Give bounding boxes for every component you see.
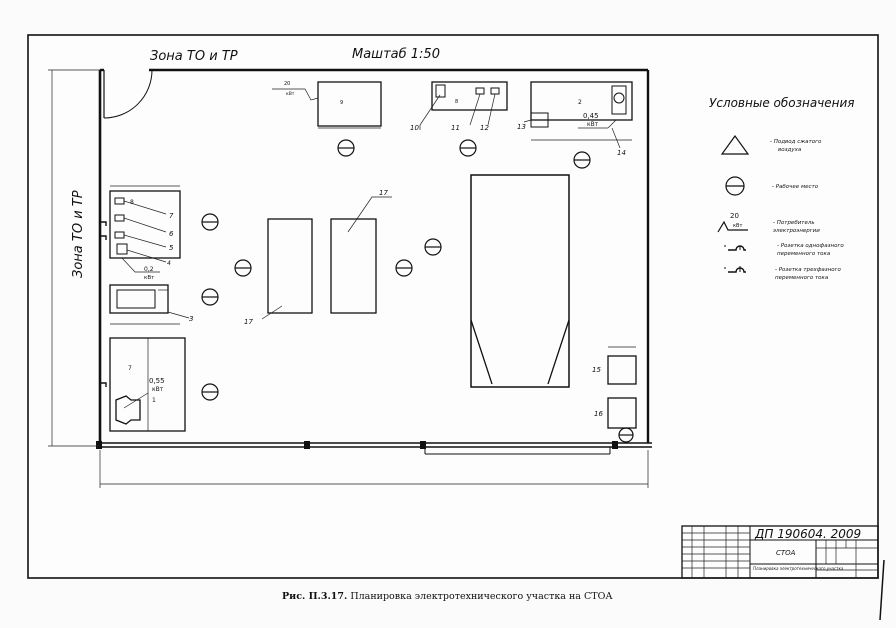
- svg-text:13: 13: [517, 123, 526, 131]
- vehicle-outline: [470, 174, 570, 388]
- svg-text:16: 16: [594, 410, 603, 418]
- svg-text:переменного тока: переменного тока: [775, 275, 829, 281]
- work-places: [201, 139, 634, 443]
- svg-text:5: 5: [169, 244, 174, 252]
- svg-text:3: 3: [189, 315, 193, 323]
- svg-text:4: 4: [167, 260, 171, 267]
- sheet-edge-mark: [879, 559, 885, 621]
- svg-text:- Розетка трехфазного: - Розетка трехфазного: [775, 267, 842, 273]
- caption-text: Планировка электротехнического участка н…: [347, 591, 613, 602]
- svg-text:20: 20: [284, 81, 290, 87]
- svg-text:0,55: 0,55: [149, 377, 165, 385]
- single-phase-socket-icon: [724, 245, 746, 251]
- top-callouts: 10 11 12 13 14: [410, 119, 626, 157]
- svg-text:кВт: кВт: [152, 386, 164, 393]
- svg-text:кВт: кВт: [587, 121, 599, 128]
- three-phase-socket-icon: [724, 266, 746, 273]
- svg-text:0,2: 0,2: [144, 266, 154, 273]
- svg-text:6: 6: [169, 230, 174, 238]
- svg-text:8: 8: [455, 99, 458, 105]
- workplace-icon: [424, 238, 442, 256]
- svg-text:7: 7: [169, 212, 174, 220]
- svg-text:- Розетка однофазного: - Розетка однофазного: [777, 243, 844, 249]
- svg-text:кВт: кВт: [144, 275, 155, 281]
- equipment-9: 9 20 кВт: [272, 81, 382, 129]
- circle-theta-icon: [725, 176, 745, 196]
- legend: Условные обозначения - Подвод сжатого во…: [709, 96, 855, 281]
- svg-text:1: 1: [152, 397, 156, 404]
- svg-text:15: 15: [592, 366, 601, 374]
- object-name: СТОА: [776, 549, 796, 557]
- triangle-icon: [720, 134, 750, 155]
- svg-text:8: 8: [130, 199, 134, 206]
- svg-text:переменного тока: переменного тока: [777, 251, 831, 257]
- scale-label: Маштаб 1:50: [352, 47, 440, 62]
- svg-text:кВт: кВт: [286, 91, 295, 97]
- svg-text:0,45: 0,45: [583, 112, 599, 120]
- workplace-icon: [395, 259, 413, 277]
- equipment-3: 3: [109, 284, 193, 325]
- gate-opening: [96, 441, 618, 455]
- figure-caption: Рис. П.3.17. Планировка электротехническ…: [282, 591, 613, 602]
- svg-text:9: 9: [340, 100, 343, 106]
- svg-text:17: 17: [244, 318, 253, 326]
- workbench-17b: 17: [330, 189, 392, 314]
- svg-text:10: 10: [410, 124, 419, 132]
- equipment-8-top: 8: [419, 81, 508, 126]
- workplace-icon: [337, 139, 355, 157]
- svg-text:11: 11: [451, 124, 460, 132]
- svg-text:17: 17: [379, 189, 388, 197]
- workplace-icon: [573, 151, 591, 169]
- svg-text:12: 12: [480, 124, 489, 132]
- workplace-icon: [201, 213, 219, 231]
- doc-number: ДП 190604. 2009: [754, 527, 861, 541]
- workbench-17a: 17: [244, 218, 313, 326]
- power-consumer-icon: 20 кВт: [717, 212, 748, 233]
- equipment-1: 7 1 0,55 кВт: [109, 337, 186, 432]
- equipment-15: 15: [592, 346, 637, 385]
- door-symbol: [103, 69, 153, 119]
- dimension-lines: [48, 69, 649, 488]
- svg-text:воздуха: воздуха: [778, 147, 802, 153]
- svg-text:кВт: кВт: [733, 223, 742, 229]
- workplace-icon: [201, 288, 219, 306]
- svg-text:2: 2: [578, 99, 582, 106]
- svg-text:- Подвод сжатого: - Подвод сжатого: [770, 139, 822, 145]
- sheet-title: Планировка электротехнического участка: [753, 566, 844, 571]
- sheet-frame: [27, 34, 879, 579]
- svg-text:электроэнергии: электроэнергии: [773, 228, 820, 234]
- equipment-rack-left: 8 7 6 5 4 0,2 кВт: [109, 185, 181, 281]
- zone-label-side: Зона ТО и ТР: [71, 190, 86, 278]
- workplace-icon: [234, 259, 252, 277]
- legend-title: Условные обозначения: [709, 96, 855, 110]
- wall-sockets: [100, 221, 107, 387]
- equipment-16: 16: [594, 397, 637, 429]
- svg-text:- Рабочее место: - Рабочее место: [772, 184, 819, 190]
- workplace-icon: [459, 139, 477, 157]
- svg-text:7: 7: [128, 365, 132, 372]
- equipment-2: 2 0,45 кВт: [530, 81, 633, 141]
- caption-number: Рис. П.3.17.: [282, 591, 347, 602]
- svg-text:14: 14: [617, 149, 626, 157]
- svg-text:- Потребитель: - Потребитель: [773, 220, 815, 226]
- svg-text:20: 20: [730, 212, 739, 220]
- workplace-icon: [201, 383, 219, 401]
- title-block: ДП 190604. 2009 СТОА Планировка электрот…: [681, 525, 879, 579]
- room-walls: [96, 68, 652, 448]
- zone-label-top: Зона ТО и ТР: [150, 49, 238, 64]
